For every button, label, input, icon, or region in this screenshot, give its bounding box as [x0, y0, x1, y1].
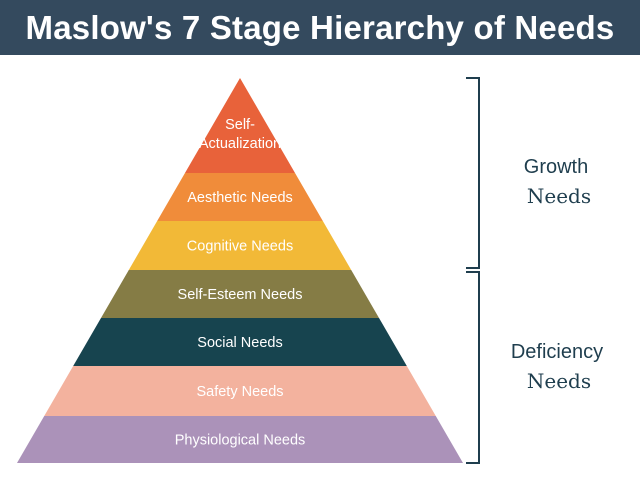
level-self-actualization	[184, 78, 296, 173]
level-label-physiological-needs: Physiological Needs	[175, 433, 306, 449]
level-cognitive-needs	[128, 221, 352, 270]
level-aesthetic-needs	[157, 173, 323, 221]
deficiency-label-line1: Deficiency	[511, 341, 603, 363]
level-safety-needs	[44, 366, 436, 416]
level-label-cognitive-needs: Cognitive Needs	[187, 239, 293, 255]
brackets	[466, 77, 480, 464]
growth-label-line1: Growth	[524, 156, 588, 178]
deficiency-label-line2: Needs	[527, 369, 591, 393]
level-label-self-actualization: Self-	[225, 117, 255, 133]
level-physiological-needs	[17, 416, 463, 463]
level-self-esteem-needs	[100, 270, 380, 318]
growth-group-label: Growth Needs	[524, 156, 591, 208]
level-label-safety-needs: Safety Needs	[196, 384, 283, 400]
deficiency-bracket	[466, 271, 480, 464]
level-label-self-esteem-needs: Self-Esteem Needs	[178, 287, 303, 303]
growth-label-line2: Needs	[527, 184, 591, 208]
title-banner: Maslow's 7 Stage Hierarchy of Needs	[0, 0, 640, 55]
level-social-needs	[73, 318, 407, 366]
level-label-social-needs: Social Needs	[197, 335, 282, 351]
deficiency-group-label: Deficiency Needs	[511, 341, 603, 393]
level-label-aesthetic-needs: Aesthetic Needs	[187, 190, 293, 206]
page-title: Maslow's 7 Stage Hierarchy of Needs	[25, 8, 615, 46]
level-label-self-actualization: Actualization	[199, 136, 281, 152]
growth-bracket	[466, 77, 480, 269]
